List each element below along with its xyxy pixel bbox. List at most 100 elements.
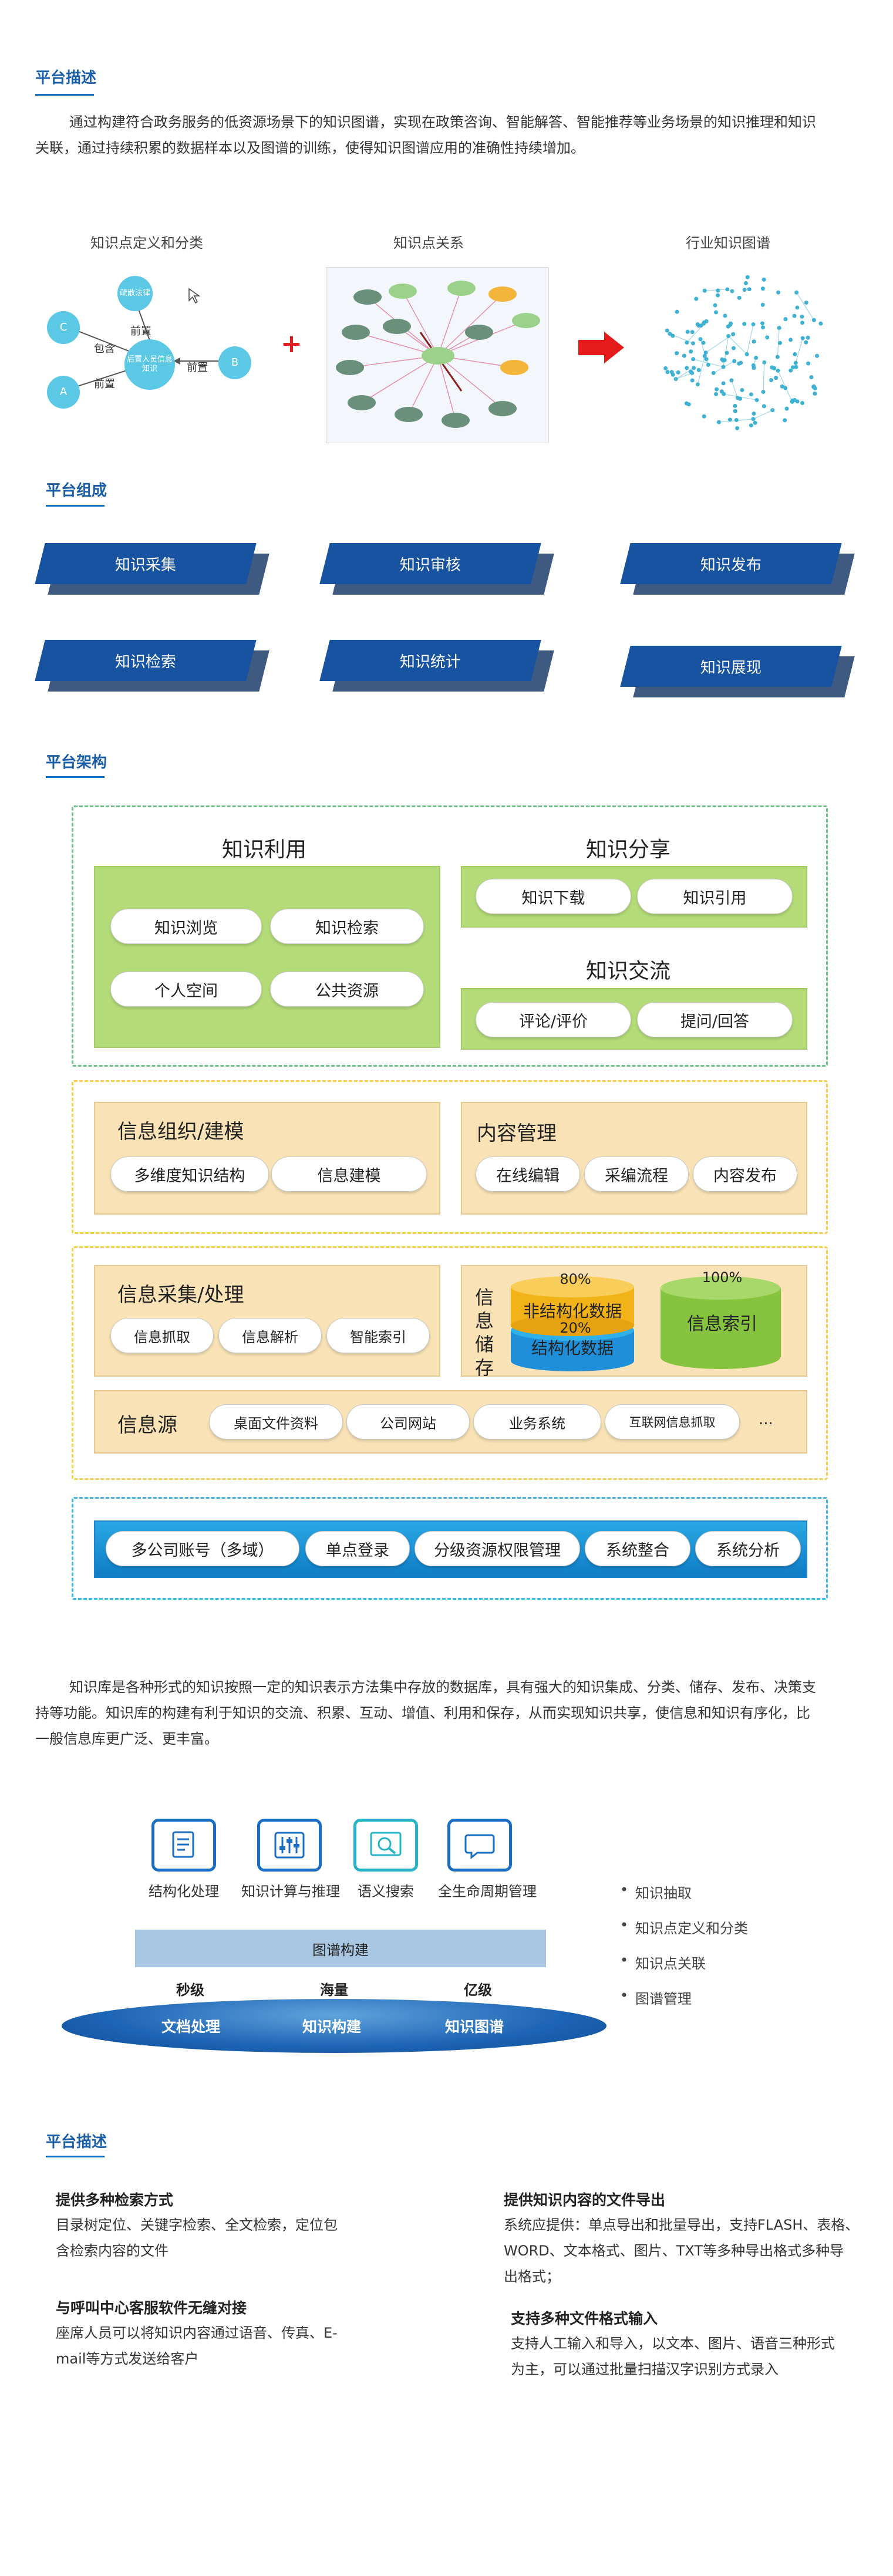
graph-node-dot [691,341,696,346]
graph-node-dot [761,325,766,330]
edge-label-pre-1: 前置 [130,325,151,338]
feature-search-line-2: 含检索内容的文件 [56,2243,169,2259]
graph-node-dot [754,355,759,360]
arch-share-download[interactable]: 知识下载 [476,879,631,914]
section-underline [46,505,105,507]
caption-relations: 知识点关系 [393,235,464,251]
graph-node-dot [740,387,744,392]
arch-exchange-comment[interactable]: 评论/评价 [476,1002,631,1037]
graph-node-dot [673,377,678,382]
graph-node-dot [670,372,675,377]
compose-item-display[interactable]: 知识展现 [620,646,855,697]
graph-node-dot [701,340,706,345]
label-knowledge-graph: 知识图谱 [445,2018,504,2035]
graph-node-dot [742,288,747,292]
store-index: 信息索引 [687,1314,757,1334]
arch-collect-grab[interactable]: 信息抓取 [110,1318,214,1353]
graph-node-dot [762,360,767,365]
arch-source-internet[interactable]: 互联网信息抓取 [605,1404,740,1439]
feature-callcenter-line-2: mail等方式发送给客户 [56,2351,199,2367]
graph-node-dot [795,305,800,310]
edge-label-pre-3: 前置 [187,362,208,374]
graph-node-dot [730,289,734,294]
graph-node-dot [737,295,742,300]
arch-content-edit[interactable]: 在线编辑 [476,1156,580,1192]
arch-base-multi-account[interactable]: 多公司账号（多域） [106,1531,299,1566]
graph-node-dot [721,365,726,369]
graph-node-dot [713,303,717,308]
node-top: 疏散法律 [117,276,153,311]
arch-content-flow[interactable]: 采编流程 [584,1156,689,1192]
section-title-desc-2: 平台描述 [46,2133,107,2151]
graph-node-dot [689,349,693,354]
arch-source-business[interactable]: 业务系统 [473,1404,601,1439]
graph-node-dot [685,340,689,345]
arch-base-analysis[interactable]: 系统分析 [695,1531,801,1566]
store-structured: 结构化数据 [531,1338,614,1358]
graph-node-dot [732,346,736,350]
graph-node-dot [744,352,749,356]
compose-item-review[interactable]: 知识审核 [319,543,554,595]
graph-node-dot [668,332,672,336]
caption-industry-graph: 行业知识图谱 [686,235,770,251]
sliders-icon [257,1819,322,1872]
graph-node-dot [790,399,795,403]
feature-export-title: 提供知识内容的文件导出 [504,2191,666,2209]
graph-node-dot [704,319,709,323]
feature-export-line-2: WORD、文本格式、图片、TXT等多种导出格式多种导 [504,2243,844,2259]
graph-node-dot [784,406,789,411]
arch-use-browse[interactable]: 知识浏览 [110,909,262,944]
arch-collect-index[interactable]: 智能索引 [326,1318,430,1353]
graph-node-dot [751,363,756,367]
graph-node-dot [737,361,742,366]
arch-org-structure[interactable]: 多维度知识结构 [110,1156,269,1192]
graph-node-dot [729,321,733,326]
graph-node-dot [715,387,719,392]
arch-base-sso[interactable]: 单点登录 [305,1531,410,1566]
kb-line-2: 持等功能。知识库的构建有利于知识的交流、积累、互动、增值、利用和保存，从而实现知… [35,1705,810,1721]
arch-use-personal[interactable]: 个人空间 [110,972,262,1007]
node-a: A [47,376,80,409]
intro-line-1: 通过构建符合政务服务的低资源场景下的知识图谱，实现在政策咨询、智能解答、智能推荐… [69,114,816,130]
arch-source-desktop[interactable]: 桌面文件资料 [209,1404,343,1439]
graph-node-dot [704,357,709,362]
arch-exchange-title: 知识交流 [585,959,670,983]
store-pct-100: 100% [702,1269,743,1286]
compose-item-publish[interactable]: 知识发布 [620,543,855,595]
document-icon [151,1819,216,1872]
arch-base-integration[interactable]: 系统整合 [585,1531,690,1566]
graph-node-dot [702,321,706,326]
arch-collect-parse[interactable]: 信息解析 [218,1318,322,1353]
arch-source-website[interactable]: 公司网站 [346,1404,470,1439]
graph-node-dot [714,310,719,315]
graph-node-dot [780,384,784,389]
arch-use-search[interactable]: 知识检索 [270,909,424,944]
graph-node-dot [742,322,747,326]
graph-node-dot [702,414,706,419]
graph-node-dot [770,408,775,413]
compose-item-stats[interactable]: 知识统计 [319,640,554,692]
plus-sign: + [281,329,302,359]
arch-content-publish[interactable]: 内容发布 [693,1156,797,1192]
arch-org-modeling[interactable]: 信息建模 [271,1156,427,1192]
compose-item-collect[interactable]: 知识采集 [35,543,269,595]
foundation-ellipse [62,1999,606,2053]
graph-node-dot [752,339,756,344]
arch-share-cite[interactable]: 知识引用 [637,879,793,914]
graph-node-dot [761,390,766,395]
label-knowledge-build: 知识构建 [302,2018,362,2035]
arch-use-public[interactable]: 公共资源 [270,972,424,1007]
compose-item-search[interactable]: 知识检索 [35,640,269,692]
bullet-relate: 知识点关联 [620,1952,706,1973]
graph-node-dot [706,362,710,367]
arch-content-title: 内容管理 [477,1122,557,1145]
bullet-manage: 图谱管理 [620,1987,692,2008]
graph-node-dot [761,277,766,282]
graph-node-dot [760,286,765,291]
graph-node-dot [735,396,740,400]
arch-base-permission[interactable]: 分级资源权限管理 [415,1531,580,1566]
graph-node-dot [747,287,752,292]
graph-node-dot [769,377,773,382]
arch-exchange-qa[interactable]: 提问/回答 [637,1002,793,1037]
graph-node-dot [696,367,701,372]
